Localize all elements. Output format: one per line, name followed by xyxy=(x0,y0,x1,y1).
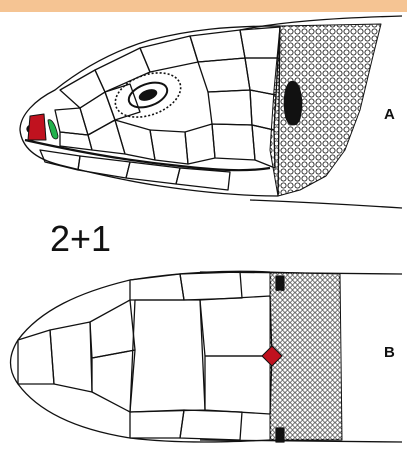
head-shield-5 xyxy=(240,27,280,58)
dorsal-shield-parietal-1 xyxy=(200,296,272,356)
ear-opening xyxy=(284,82,301,125)
head-shield-10 xyxy=(212,124,255,160)
dorsal-shield-internasal xyxy=(50,322,92,392)
head-shield-6 xyxy=(198,58,250,92)
supraocular-bottom-1 xyxy=(130,410,184,438)
supraocular-bottom-2 xyxy=(180,410,242,440)
head-shield-8 xyxy=(208,90,252,125)
supraocular-top-2 xyxy=(180,272,242,300)
head-shield-3 xyxy=(140,36,198,72)
occipital-mark-top xyxy=(276,276,284,290)
panel-a-lateral-head xyxy=(20,16,402,208)
dorsal-shield-rostral xyxy=(18,330,54,384)
dorsal-shield-prefrontal-2 xyxy=(92,350,135,412)
occipital-mark-bottom xyxy=(276,428,284,442)
nasal-scale-red xyxy=(28,114,46,140)
dorsal-shield-parietal-2 xyxy=(205,356,272,414)
pupil xyxy=(138,88,158,103)
scale-count-formula: 2+1 xyxy=(50,218,111,260)
panel-b-label: B xyxy=(384,344,395,361)
loreal-scale-2 xyxy=(80,92,115,135)
panel-b-dorsal-head xyxy=(11,271,403,442)
neck-outline-bottom xyxy=(250,200,402,208)
dorsal-shield-frontal xyxy=(130,300,205,412)
head-shield-4 xyxy=(190,30,245,62)
infralabial-4 xyxy=(176,168,230,190)
supralabial-4 xyxy=(150,130,188,164)
postnasal-scale-green xyxy=(48,120,58,139)
supraocular-top-1 xyxy=(130,274,184,300)
dorsal-shield-prefrontal-1 xyxy=(90,300,135,358)
panel-a-label: A xyxy=(384,106,395,123)
supralabial-5 xyxy=(185,124,215,164)
loreal-scale-1 xyxy=(55,108,88,135)
